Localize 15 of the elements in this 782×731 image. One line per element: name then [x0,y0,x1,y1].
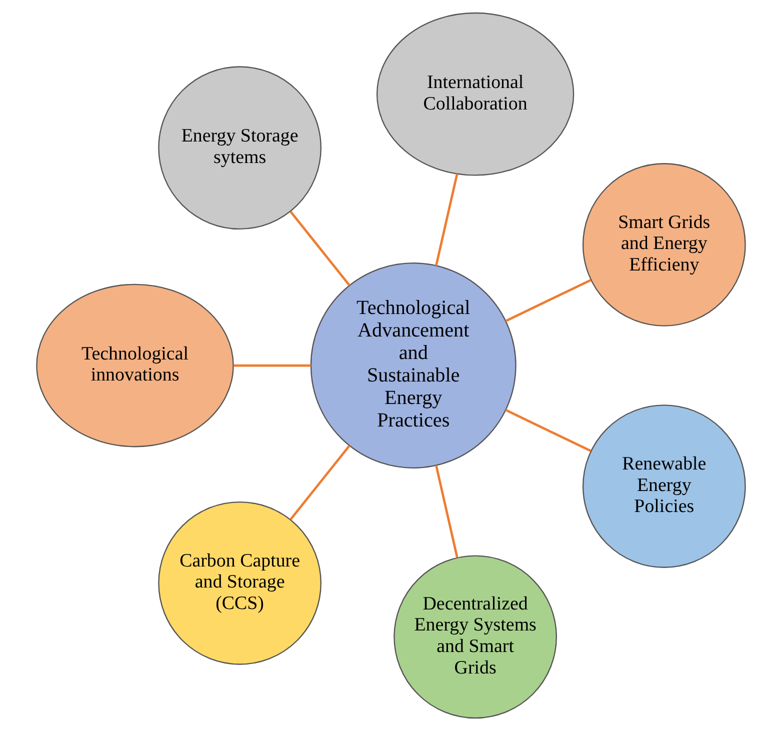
connector [290,210,350,286]
node-circle: Technological Advancement and Sustainable Energy Practices [310,262,516,468]
node-circle: Energy Storage sytems [158,66,322,230]
connector [505,278,592,322]
node-circle: Smart Grids and Energy Efficieny [582,163,746,326]
node-circle: Carbon Capture and Storage (CCS) [158,501,322,665]
connector [234,364,311,367]
node-ellipse: International Collaboration [376,12,574,176]
node-circle: Renewable Energy Policies [582,404,746,568]
connector [435,174,458,266]
node-circle: Decentralized Energy Systems and Smart Grids [394,555,557,719]
connector [435,465,458,558]
node-ellipse: Technological innovations [36,284,234,448]
connector [505,408,592,452]
connector [290,444,350,520]
